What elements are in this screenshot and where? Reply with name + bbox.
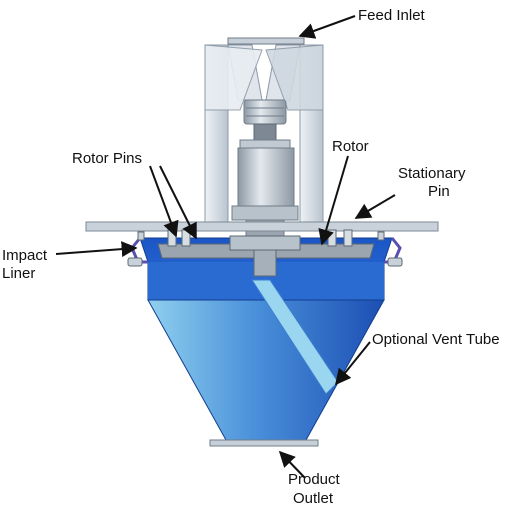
mounting-plate <box>85 221 439 232</box>
label-rotor: Rotor <box>332 138 369 155</box>
label-feed-inlet: Feed Inlet <box>358 7 426 24</box>
feed-inlet-plate <box>227 37 305 45</box>
product-outlet-flange <box>209 439 319 447</box>
clamp-bolts <box>127 231 403 267</box>
label-impact-liner-1: Impact <box>2 247 48 264</box>
motor-assembly <box>231 99 299 239</box>
leader-arrows <box>55 15 396 479</box>
label-impact-liner-2: Liner <box>2 265 35 282</box>
label-optional-vent-tube: Optional Vent Tube <box>372 331 500 348</box>
label-rotor-pins: Rotor Pins <box>72 150 142 167</box>
label-stationary-pin-1: Stationary <box>398 165 466 182</box>
housing <box>130 237 402 441</box>
label-product-outlet-2: Outlet <box>293 490 334 507</box>
label-stationary-pin-2: Pin <box>428 183 450 200</box>
label-product-outlet-1: Product <box>288 471 341 488</box>
support-frame <box>204 44 324 223</box>
